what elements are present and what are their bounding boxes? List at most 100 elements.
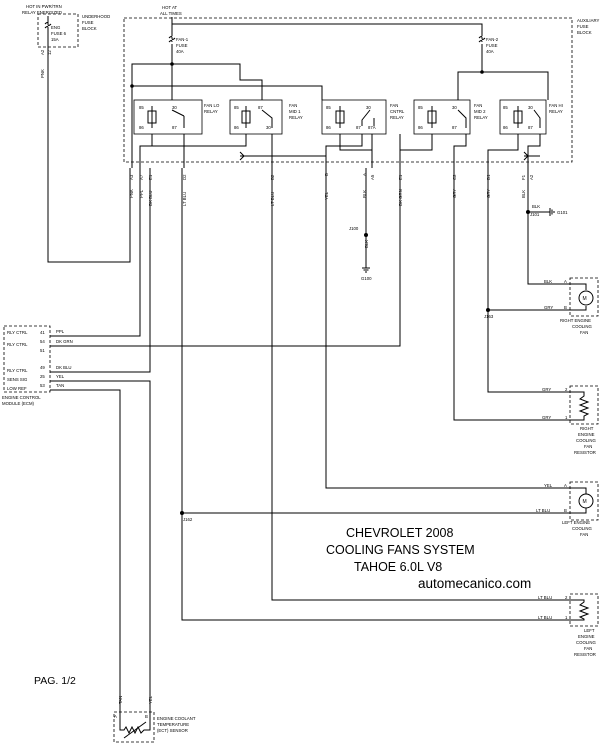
gry-wire-resistor-2 [487, 168, 570, 393]
right-fan-leads [570, 283, 587, 311]
ect-wire-a: TAN [118, 696, 123, 704]
yel-sensor-wire [50, 380, 151, 712]
fan-mid2-pin-87: 87 [452, 125, 457, 130]
splice-points [130, 62, 530, 515]
fan-mid2-coil-switch [427, 106, 467, 128]
underhood-block-name-1: UNDERHOOD [82, 14, 110, 19]
ecm-wire-ppl: PPL [56, 329, 65, 334]
fan-lo-pin-87: 87 [172, 125, 177, 130]
ect-pin-b: B [145, 714, 148, 719]
left-res-wire-1: LT BLU [538, 615, 552, 620]
left-fan-name-1: LEFT ENGINE [562, 520, 590, 525]
wire-label-blk-2: BLK [521, 190, 526, 198]
conn-pin-4: D2 [182, 174, 187, 180]
fan1-fuse-label-2: FUSE [176, 43, 188, 48]
aux-connector-pins: A3 A7 E1 D2 B2 B A A5 E1 C2 D1 F1 A2 [129, 173, 534, 180]
right-fan-wire-b: GRY [544, 305, 553, 310]
conn-pin-12: F1 [521, 174, 526, 180]
left-fan-pin-b: B [564, 508, 567, 513]
bus-arrow-right [523, 151, 529, 161]
fan-cntrl-relay-box [321, 99, 387, 135]
right-engine-cooling-fan: BLK A GRY B J163 M RIGHT ENGINE COOLING … [484, 277, 599, 335]
fan-mid1-pin-87: 87 [258, 105, 263, 110]
mid2-relay-out [453, 134, 467, 168]
ecm-pin-label-6: LOW REF [7, 386, 27, 391]
left-fan-name-2: COOLING [572, 526, 592, 531]
fan2-to-hi-relay [482, 71, 549, 100]
fan-hi-pin-85: 85 [503, 105, 508, 110]
fan1-fuse-label-3: 40A [176, 49, 184, 54]
ground-icon [549, 208, 555, 216]
bus-arrow-left [239, 151, 245, 161]
ecm-pin-num-4: 49 [40, 365, 45, 370]
underhood-wire-color: PNK [40, 69, 45, 78]
mid2-coil-tie [400, 134, 433, 151]
ecm-pin-label-5: SENS SIG [7, 377, 28, 382]
right-res-name-1: RIGHT [580, 426, 594, 431]
fan-lo-pin-86: 86 [139, 125, 144, 130]
fan-mid1-pin-30: 30 [266, 125, 271, 130]
ecm-pin-num-6: 53 [40, 383, 45, 388]
fan-hi-relay: 85 86 30 87 FAN HI RELAY [499, 99, 563, 135]
website-label: automecanico.com [418, 576, 531, 591]
ect-name-2: TEMPERATURE [157, 722, 189, 727]
mid1-coil-tie [152, 134, 247, 147]
diagram-title: CHEVROLET 2008 COOLING FANS SYSTEM TAHOE… [34, 526, 531, 687]
right-res-name-4: FAN [584, 444, 592, 449]
auxiliary-fuse-block: AUXILIARY FUSE BLOCK HOT AT ALL TIMES FA… [123, 5, 600, 168]
fan1-fuse-symbol [168, 36, 176, 43]
battery-bus [171, 17, 483, 36]
fan-cntrl-relay-name-1: FAN [390, 103, 398, 108]
cntrl-87-to-pin [325, 134, 363, 168]
tan-sensor-wire [50, 389, 121, 712]
ecm-outline [3, 325, 51, 393]
right-res-pin-1: 1 [565, 415, 568, 420]
thermistor-slash [123, 721, 147, 739]
hi-relay-87-out [527, 134, 541, 168]
hot-at-all-times-1: HOT AT [162, 5, 177, 10]
aux-block-name-3: BLOCK [577, 30, 592, 35]
wire-label-ppl: PPL [139, 189, 144, 198]
engine-control-module: RLY CTRL RLY CTRL RLY CTRL SENS SIG LOW … [2, 325, 73, 406]
ecm-pin-num-5: 25 [40, 374, 45, 379]
fan1-bus-left [131, 44, 173, 86]
eng-fuse-label-2: FUSE 6 [51, 31, 67, 36]
fan1-fuse-label-1: FAN-1 [176, 37, 189, 42]
conn-pin-7: A [362, 173, 367, 176]
title-line-1: CHEVROLET 2008 [346, 526, 454, 540]
right-res-name-2: ENGINE [578, 432, 595, 437]
ecm-name-2: MODULE (ECM) [2, 401, 35, 406]
conn-pin-13: A2 [529, 174, 534, 180]
gry-wire-resistor-1 [453, 168, 570, 421]
fan-mid1-pin-85: 85 [234, 105, 239, 110]
aux-internal-wiring [139, 134, 541, 168]
fan-cntrl-pin-87a: 87A [368, 125, 376, 130]
ecm-pin-num-2: 54 [40, 339, 45, 344]
left-engine-cooling-fan: YEL A LT BLU B J162 M LEFT ENGINE COOLIN… [183, 481, 599, 537]
fan-mid2-relay-name-1: FAN [474, 103, 482, 108]
splice-j162-dot [180, 511, 184, 515]
fan-mid2-pin-85: 85 [418, 105, 423, 110]
fan-lo-relay-box [133, 99, 203, 135]
g100-wire-label: BLK [364, 240, 369, 248]
right-fan-connector [569, 277, 599, 317]
splice-j101-dot [526, 210, 530, 214]
fan-lo-pin-85: 85 [139, 105, 144, 110]
right-fan-pin-a: A [564, 279, 567, 284]
ecm-pin-label-4: RLY CTRL [7, 368, 28, 373]
ecm-wire-dk-grn: DK GRN [56, 339, 73, 344]
splice-j163-label: J163 [484, 314, 494, 319]
left-engine-cooling-fan-resistor: LT BLU 2 LT BLU 1 LEFT ENGINE COOLING FA… [538, 593, 599, 657]
ect-pin-a: A [114, 714, 117, 719]
ground-icon [362, 267, 370, 273]
right-fan-name-2: COOLING [572, 324, 592, 329]
fan-cntrl-coil-switch [335, 106, 375, 128]
harness-wires [50, 168, 570, 621]
aux-block-name-2: FUSE [577, 24, 589, 29]
fan-lo-relay-name-2: RELAY [204, 109, 218, 114]
fan-mid1-relay-name-1: FAN [289, 103, 297, 108]
wire-label-blk-1: BLK [362, 190, 367, 198]
right-res-connector [569, 385, 599, 425]
fan-mid1-relay-name-3: RELAY [289, 115, 303, 120]
g100-label: G100 [361, 276, 372, 281]
